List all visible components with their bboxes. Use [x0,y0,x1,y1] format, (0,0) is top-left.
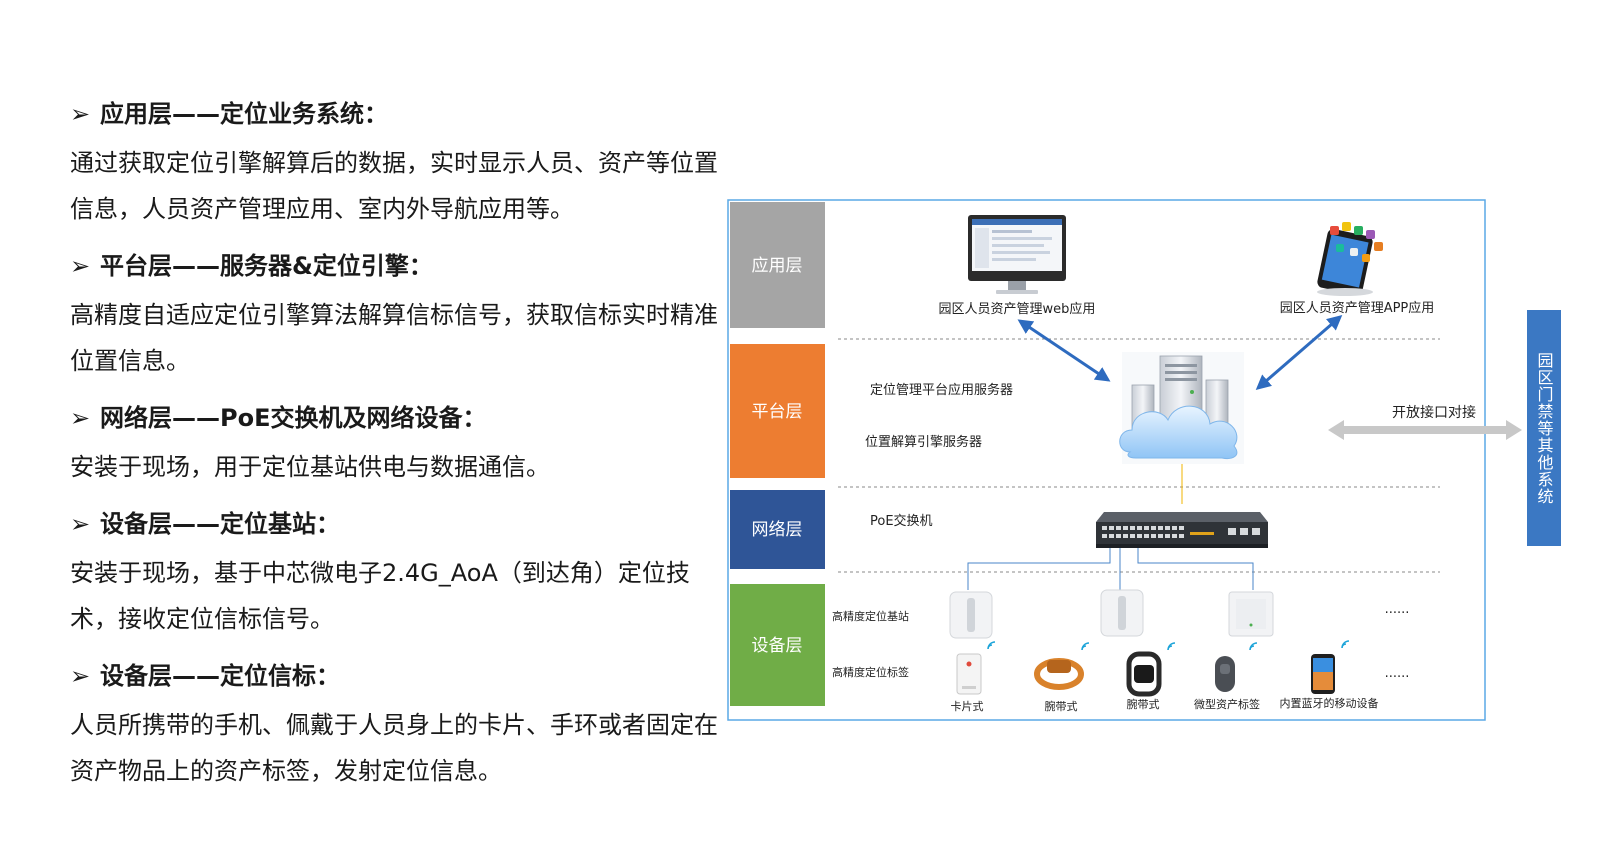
arrow-bullet-icon: ➢ [70,662,91,690]
layer-label-platform: 平台层 [752,402,803,422]
tag-caption-wristband: 腕带式 [1045,699,1078,713]
tag-caption-micro-asset: 微型资产标签 [1194,697,1260,711]
web-app-label: 园区人员资产管理web应用 [939,301,1096,317]
base-station-label: 高精度定位基站 [832,609,909,623]
heading-text: 应用层——定位业务系统： [100,100,388,128]
more-tags-ellipsis: ...... [1385,666,1410,681]
tag-label: 高精度定位标签 [832,665,909,679]
web-server-arrow [1017,319,1111,382]
poe-switch-icon [1096,512,1268,548]
layer-block-device: 设备层 [730,584,825,706]
platform-server-label: 定位管理平台应用服务器 [870,382,1013,398]
tag-caption-wristband: 腕带式 [1127,697,1160,711]
wifi-signal-icons [987,640,1350,651]
arrow-bullet-icon: ➢ [70,404,91,432]
switch-station-connectors [967,548,1254,590]
base-station-icon [1100,589,1144,637]
layer-block-platform: 平台层 [730,344,825,478]
open-interface-arrow [1328,420,1522,440]
wristband-black-icon [1126,651,1162,697]
mobile-device-icon [1311,654,1335,694]
section-body-beacon: 人员所携带的手机、佩戴于人员身上的卡片、手环或者固定在资产物品上的资产标签，发射… [70,711,718,785]
diagram-frame [727,199,1486,721]
base-station-icon [949,591,993,639]
section-heading-network: ➢ 网络层——PoE交换机及网络设备： [70,396,720,444]
heading-text: 网络层——PoE交换机及网络设备： [100,404,487,432]
other-systems-panel: 园区门禁等其他系统 [1527,310,1561,546]
heading-text: 平台层——服务器&定位引擎： [100,252,433,280]
layer-label-network: 网络层 [752,520,803,540]
section-heading-platform: ➢ 平台层——服务器&定位引擎： [70,244,720,292]
smartphone-apps-icon [1317,222,1383,296]
section-heading-application: ➢ 应用层——定位业务系统： [70,92,720,140]
arrow-bullet-icon: ➢ [70,510,91,538]
section-heading-base-station: ➢ 设备层——定位基站： [70,502,720,550]
heading-text: 设备层——定位基站： [100,510,340,538]
section-body-base-station: 安装于现场，基于中芯微电子2.4G_AoA（到达角）定位技术，接收定位信标信号。 [70,559,690,633]
base-station-icon [1228,591,1274,637]
card-tag-icon [956,653,982,695]
server-cloud-icon [1119,352,1244,464]
arrow-bullet-icon: ➢ [70,100,91,128]
layer-block-network: 网络层 [730,490,825,569]
layer-block-application: 应用层 [730,202,825,328]
layer-description-list: ➢ 应用层——定位业务系统： 通过获取定位引擎解算后的数据，实时显示人员、资产等位… [70,92,720,806]
section-heading-beacon: ➢ 设备层——定位信标： [70,654,720,702]
layer-label-application: 应用层 [752,256,803,276]
tag-caption-mobile-device: 内置蓝牙的移动设备 [1280,696,1379,710]
arrow-bullet-icon: ➢ [70,252,91,280]
open-interface-label: 开放接口对接 [1392,404,1476,421]
tag-caption-card: 卡片式 [951,700,984,713]
section-body-platform: 高精度自适应定位引擎算法解算信标信号，获取信标实时精准位置信息。 [70,301,718,375]
monitor-icon [968,215,1066,294]
engine-server-label: 位置解算引擎服务器 [865,434,982,450]
micro-asset-tag-icon [1215,656,1235,692]
mobile-app-label: 园区人员资产管理APP应用 [1280,300,1435,316]
section-body-application: 通过获取定位引擎解算后的数据，实时显示人员、资产等位置信息，人员资产管理应用、室… [70,149,718,223]
heading-text: 设备层——定位信标： [100,662,340,690]
wristband-orange-icon [1034,658,1084,690]
section-body-network: 安装于现场，用于定位基站供电与数据通信。 [70,453,550,481]
app-server-arrow [1255,315,1343,390]
layer-label-device: 设备层 [752,636,803,656]
poe-switch-label: PoE交换机 [870,513,933,529]
more-stations-ellipsis: ...... [1385,602,1410,617]
